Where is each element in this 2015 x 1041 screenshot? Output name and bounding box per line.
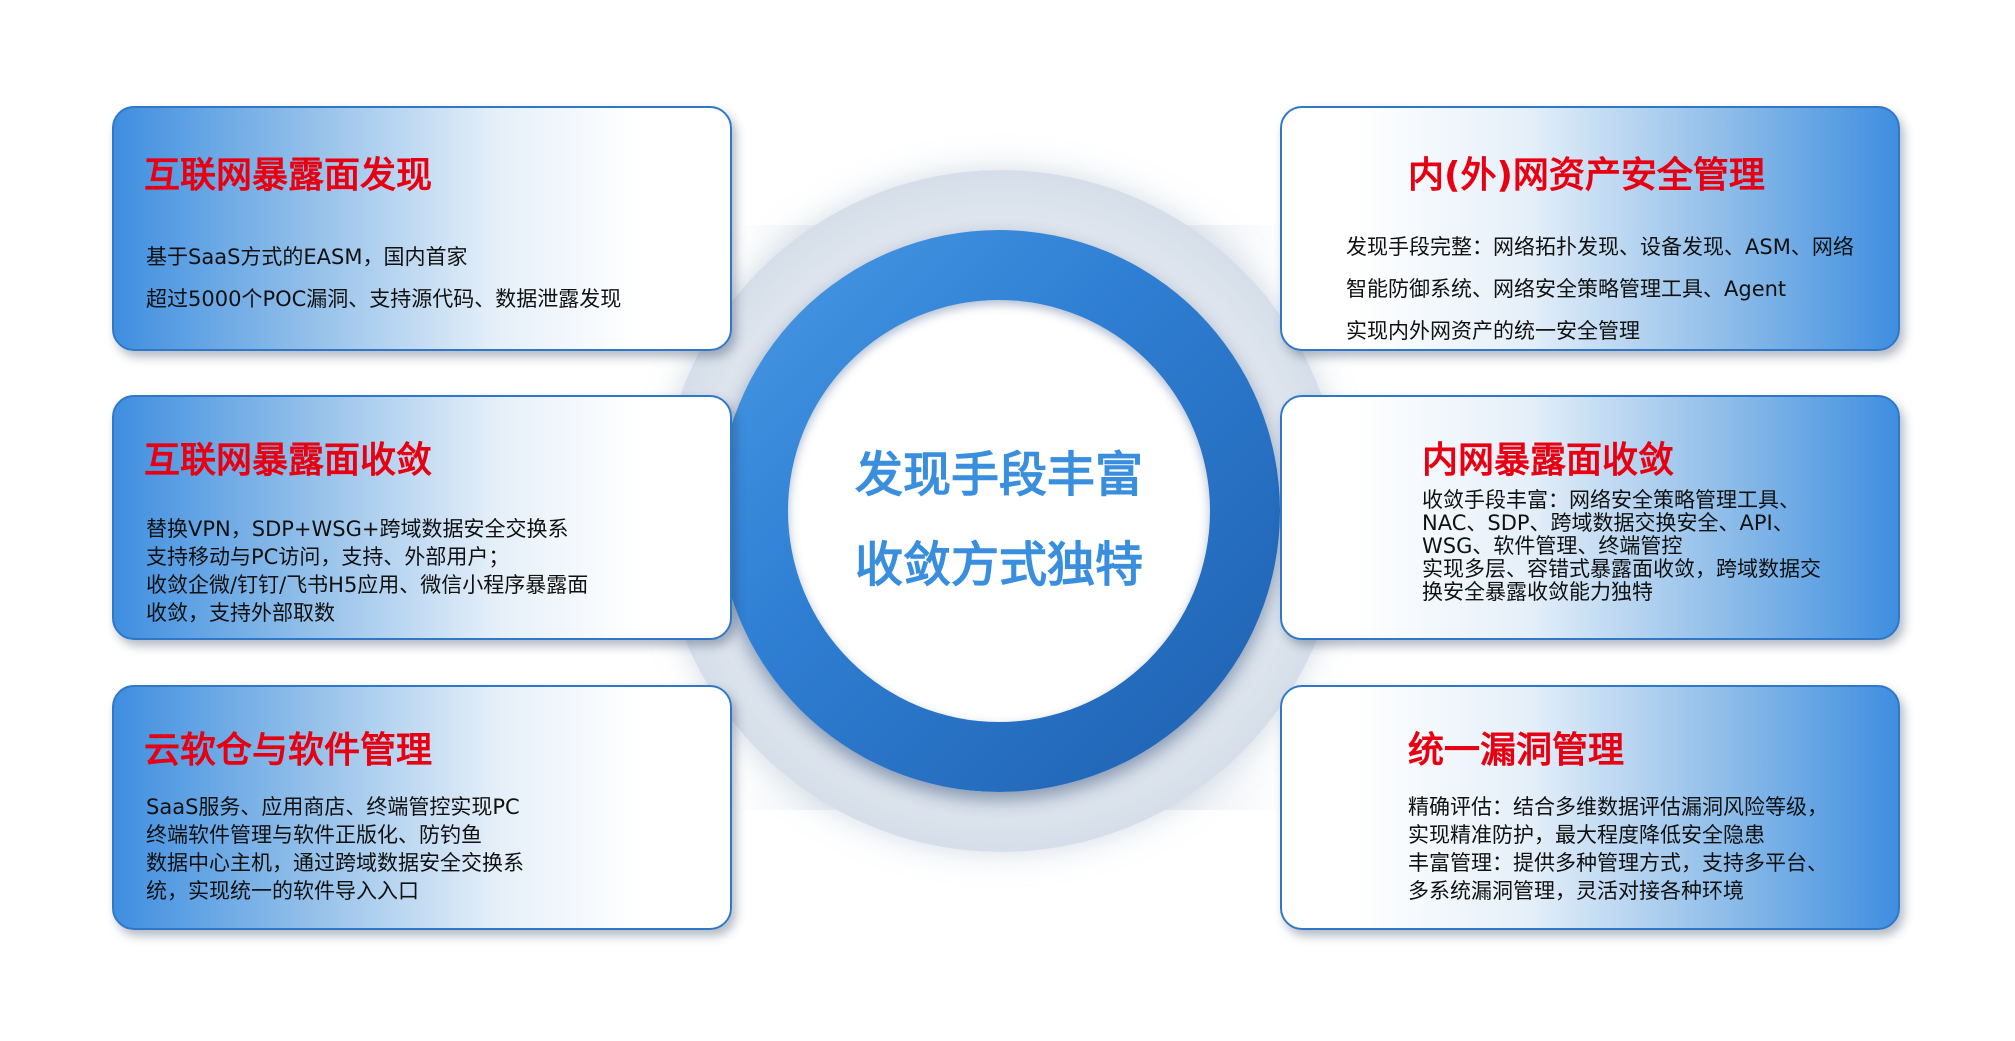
card-line: 收敛企微/钉钉/飞书H5应用、微信小程序暴露面 <box>146 573 589 597</box>
card-line: 丰富管理：提供多种管理方式，支持多平台、 <box>1408 851 1828 875</box>
card-title: 内(外)网资产安全管理 <box>1408 155 1765 196</box>
card-title: 互联网暴露面发现 <box>144 155 433 196</box>
card-title: 统一漏洞管理 <box>1408 730 1625 771</box>
card-description: 收敛手段丰富：网络安全策略管理工具、 NAC、SDP、跨域数据交换安全、API、… <box>1422 489 1821 604</box>
card-cloud-software-management: 云软仓与软件管理 SaaS服务、应用商店、终端管控实现PC 终端软件管理与软件正… <box>112 685 732 930</box>
card-line: 终端软件管理与软件正版化、防钓鱼 <box>146 823 482 847</box>
card-line: 实现内外网资产的统一安全管理 <box>1346 319 1640 343</box>
card-line: SaaS服务、应用商店、终端管控实现PC <box>146 795 520 819</box>
card-line: 发现手段完整：网络拓扑发现、设备发现、ASM、网络 <box>1346 235 1854 259</box>
card-line: 智能防御系统、网络安全策略管理工具、Agent <box>1346 277 1787 301</box>
card-internet-exposure-convergence: 互联网暴露面收敛 替换VPN，SDP+WSG+跨域数据安全交换系 支持移动与PC… <box>112 395 732 640</box>
card-title: 互联网暴露面收敛 <box>144 440 433 481</box>
card-line: 基于SaaS方式的EASM，国内首家 <box>146 245 468 269</box>
card-line: 实现精准防护，最大程度降低安全隐患 <box>1408 823 1765 847</box>
card-description: 基于SaaS方式的EASM，国内首家 超过5000个POC漏洞、支持源代码、数据… <box>146 236 621 320</box>
card-line: NAC、SDP、跨域数据交换安全、API、 <box>1422 511 1794 535</box>
card-line: 替换VPN，SDP+WSG+跨域数据安全交换系 <box>146 517 569 541</box>
card-description: SaaS服务、应用商店、终端管控实现PC 终端软件管理与软件正版化、防钓鱼 数据… <box>146 793 524 905</box>
card-line: 超过5000个POC漏洞、支持源代码、数据泄露发现 <box>146 287 622 311</box>
card-title: 内网暴露面收敛 <box>1422 440 1675 481</box>
center-title-line-2: 收敛方式独特 <box>854 537 1143 593</box>
center-ring-inner <box>788 300 1210 722</box>
card-line: 收敛手段丰富：网络安全策略管理工具、 <box>1422 488 1800 512</box>
card-unified-vulnerability-management: 统一漏洞管理 精确评估：结合多维数据评估漏洞风险等级， 实现精准防护，最大程度降… <box>1280 685 1900 930</box>
card-line: 多系统漏洞管理，灵活对接各种环境 <box>1408 879 1744 903</box>
card-description: 发现手段完整：网络拓扑发现、设备发现、ASM、网络 智能防御系统、网络安全策略管… <box>1346 226 1854 349</box>
card-line: 实现多层、容错式暴露面收敛，跨域数据交 <box>1422 557 1821 581</box>
card-description: 精确评估：结合多维数据评估漏洞风险等级， 实现精准防护，最大程度降低安全隐患 丰… <box>1408 793 1828 905</box>
card-line: 支持移动与PC访问，支持、外部用户； <box>146 545 510 569</box>
card-description: 替换VPN，SDP+WSG+跨域数据安全交换系 支持移动与PC访问，支持、外部用… <box>146 515 588 627</box>
card-line: 收敛，支持外部取数 <box>146 601 335 625</box>
card-title: 云软仓与软件管理 <box>144 730 433 771</box>
card-line: WSG、软件管理、终端管控 <box>1422 534 1683 558</box>
card-intranet-exposure-convergence: 内网暴露面收敛 收敛手段丰富：网络安全策略管理工具、 NAC、SDP、跨域数据交… <box>1280 395 1900 640</box>
card-internet-exposure-discovery: 互联网暴露面发现 基于SaaS方式的EASM，国内首家 超过5000个POC漏洞… <box>112 106 732 351</box>
card-line: 数据中心主机，通过跨域数据安全交换系 <box>146 851 524 875</box>
card-line: 统，实现统一的软件导入入口 <box>146 879 419 903</box>
card-line: 精确评估：结合多维数据评估漏洞风险等级， <box>1408 795 1828 819</box>
center-title-line-1: 发现手段丰富 <box>854 447 1143 503</box>
card-line: 换安全暴露收敛能力独特 <box>1422 580 1653 604</box>
card-internal-external-asset-management: 内(外)网资产安全管理 发现手段完整：网络拓扑发现、设备发现、ASM、网络 智能… <box>1280 106 1900 351</box>
